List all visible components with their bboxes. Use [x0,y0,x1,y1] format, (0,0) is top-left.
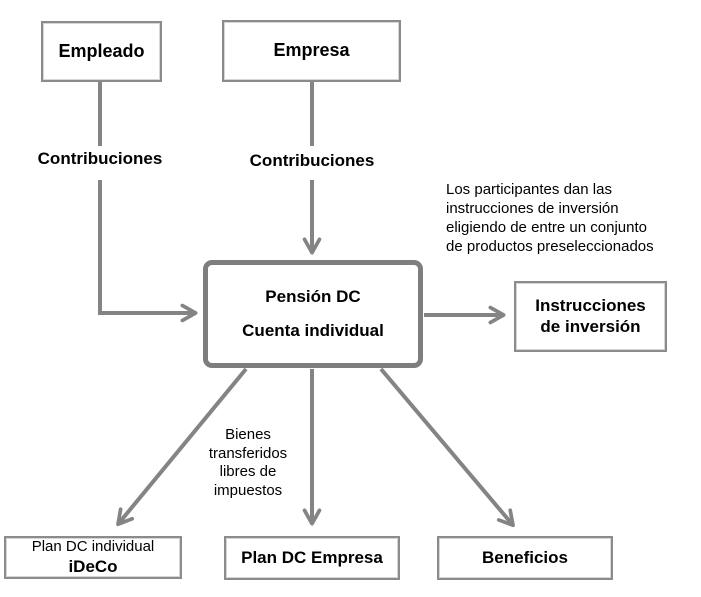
node-pension-dc-title: Pensión DC [265,286,361,306]
node-beneficios-label: Beneficios [482,547,568,567]
edge-label-contribuciones-empresa: Contribuciones [249,151,375,170]
node-empresa: Empresa [222,20,401,82]
node-empleado-label: Empleado [58,40,145,61]
node-ideco-line2: iDeCo [68,557,118,577]
node-pension-dc-subtitle: Cuenta individual [242,321,384,340]
note-investment-instructions: Los participantes dan las instrucciones … [446,181,654,255]
node-instrucciones-inversion: Instrucciones de inversión [514,281,667,352]
edge-empleado-to-pension [98,180,198,323]
node-pension-dc: Pensión DC Cuenta individual [203,260,423,368]
node-instrucciones-line1: Instrucciones [535,296,646,316]
node-beneficios: Beneficios [437,536,613,580]
node-ideco-line1: Plan DC individual [31,537,155,555]
node-instrucciones-line2: de inversión [540,316,641,336]
edge-label-contribuciones-empleado: Contribuciones [37,149,163,168]
edge-pension-to-ideco [116,367,248,527]
node-plan-dc-empresa-label: Plan DC Empresa [241,547,383,567]
node-plan-dc-individual-ideco: Plan DC individual iDeCo [4,536,182,579]
note-tax-free-transfer: Bienes transferidos libres de impuestos [208,426,288,499]
edge-pension-to-beneficios [379,367,515,528]
node-empresa-label: Empresa [273,40,350,61]
node-plan-dc-empresa: Plan DC Empresa [224,536,400,580]
node-empleado: Empleado [41,21,162,82]
